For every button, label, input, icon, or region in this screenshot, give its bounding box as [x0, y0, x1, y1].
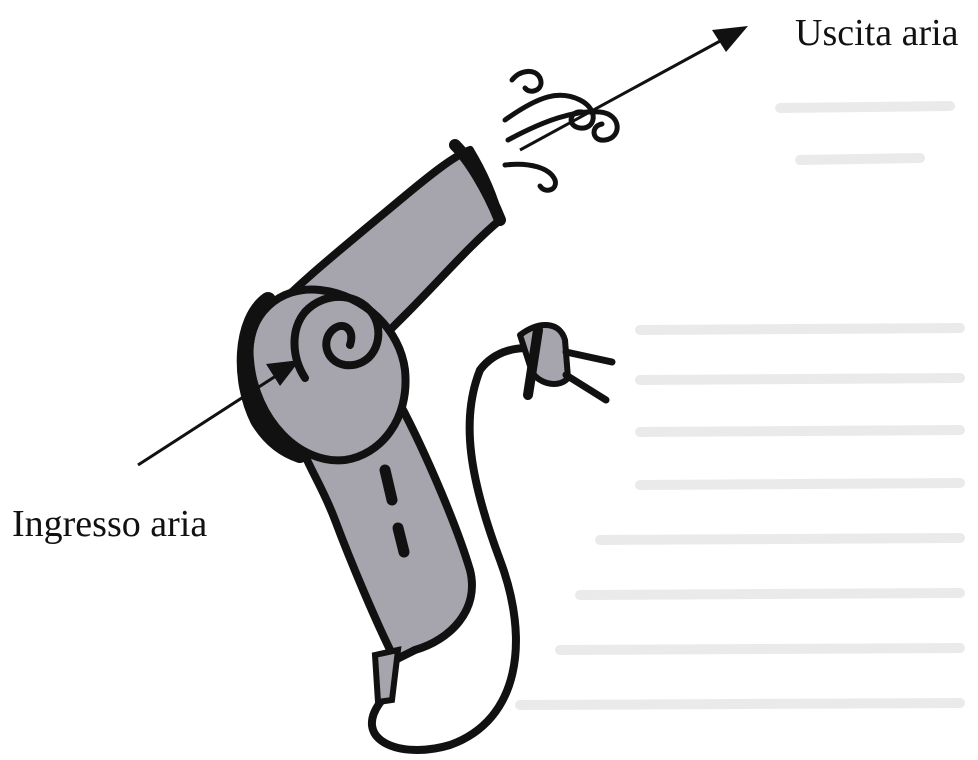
- inlet-label: Ingresso aria: [12, 505, 207, 543]
- outlet-label: Uscita aria: [795, 14, 959, 52]
- outlet-arrow: [520, 26, 748, 150]
- airflow-swirls: [505, 71, 617, 190]
- bleed-through-texture: [520, 106, 960, 705]
- cord-strain-relief: [375, 650, 398, 702]
- power-plug-icon: [520, 325, 612, 400]
